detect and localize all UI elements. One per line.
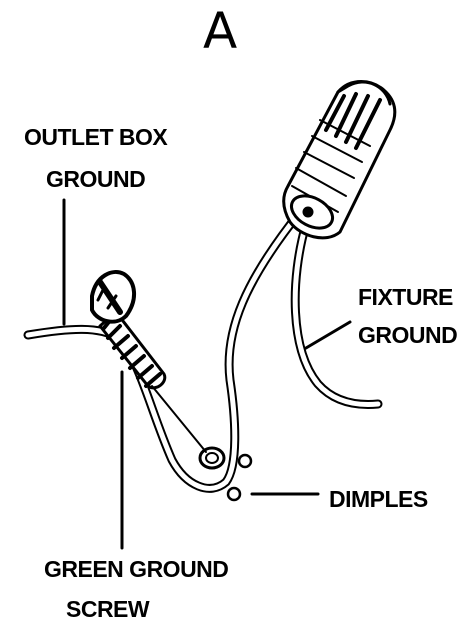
outlet-box-ground-label-line1: OUTLET BOX bbox=[24, 124, 168, 150]
dimples-label: DIMPLES bbox=[329, 486, 428, 512]
green-ground-screw-label-line2: SCREW bbox=[66, 596, 150, 622]
dimple-1 bbox=[237, 453, 253, 469]
leader-fixture-ground bbox=[304, 320, 352, 350]
fixture-ground-label-line2: GROUND bbox=[358, 322, 458, 348]
diagram-title: A bbox=[203, 2, 237, 60]
fixture-ground-wire bbox=[290, 219, 383, 409]
leader-screw-to-hole bbox=[151, 385, 207, 453]
fixture-ground-label-line1: FIXTURE bbox=[358, 284, 453, 310]
green-ground-screw-icon bbox=[90, 270, 167, 390]
wire-nut-icon bbox=[282, 80, 397, 240]
outlet-box-ground-wire bbox=[23, 207, 305, 493]
green-ground-screw-label-line1: GREEN GROUND bbox=[44, 556, 229, 582]
dimple-2 bbox=[226, 486, 242, 502]
outlet-box-ground-label-line2: GROUND bbox=[46, 166, 146, 192]
